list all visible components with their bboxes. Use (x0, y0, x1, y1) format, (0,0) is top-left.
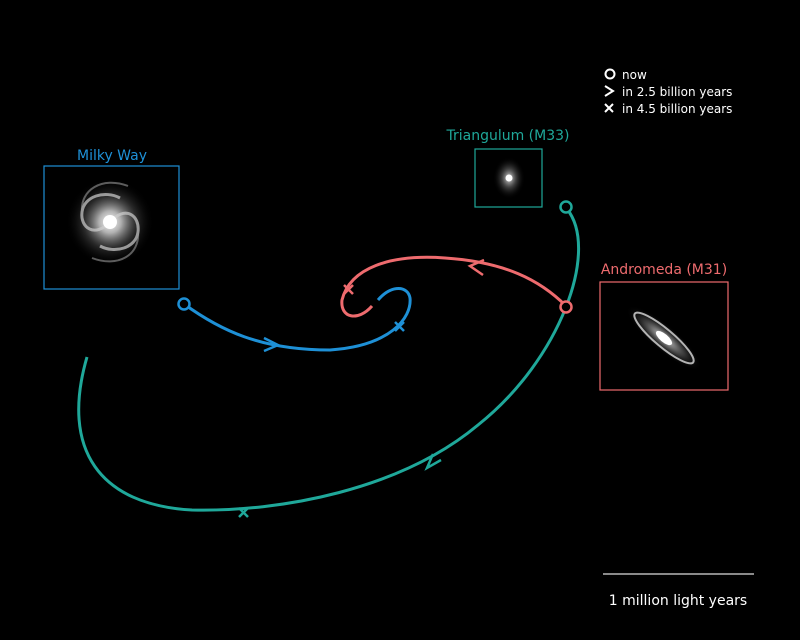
andromeda-orbit-path (340, 255, 568, 318)
legend-now-label: now (622, 68, 647, 82)
triangulum-group: Triangulum (M33) (445, 128, 570, 208)
andromeda-image (626, 305, 702, 371)
chevron-right-icon (604, 85, 615, 97)
triangulum-image (493, 157, 525, 199)
scale-bar: 1 million light years (603, 573, 754, 609)
scale-bar-label: 1 million light years (609, 593, 747, 609)
milky-way-orbit (177, 287, 412, 353)
now-marker-icon (604, 68, 616, 80)
legend-4-5-label: in 4.5 billion years (622, 102, 732, 116)
milky-way-label: Milky Way (77, 148, 147, 164)
cross-icon (604, 103, 614, 113)
milky-way-cross-icon (394, 321, 405, 332)
milky-way-image (66, 178, 154, 266)
andromeda-arrow-icon (467, 258, 485, 277)
triangulum-cross-icon (238, 507, 249, 518)
triangulum-label: Triangulum (M33) (445, 128, 569, 144)
legend-2-5-label: in 2.5 billion years (622, 85, 732, 99)
milky-way-now-marker (177, 297, 191, 311)
milky-way-arrow-icon (263, 336, 281, 353)
legend: now in 2.5 billion years in 4.5 billion … (604, 68, 732, 116)
milky-way-orbit-path (183, 287, 412, 352)
andromeda-orbit (340, 255, 573, 318)
andromeda-now-marker (559, 300, 573, 314)
triangulum-arrow-icon (424, 453, 442, 471)
triangulum-now-marker (559, 200, 573, 214)
milky-way-group: Milky Way (43, 148, 180, 290)
andromeda-cross-icon (343, 284, 354, 295)
andromeda-group: Andromeda (M31) (599, 262, 729, 391)
andromeda-label: Andromeda (M31) (601, 262, 727, 278)
